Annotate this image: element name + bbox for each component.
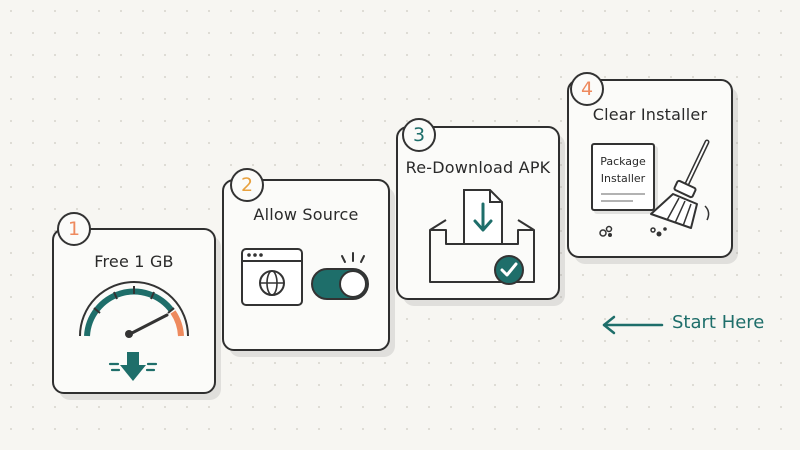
step-3-title: Re-Download APK: [405, 158, 551, 177]
step-2-card: Allow Source: [222, 179, 390, 351]
step-2-title: Allow Source: [253, 205, 359, 224]
step-4-title: Clear Installer: [592, 105, 708, 124]
step-4-card: Clear Installer Package Installer: [567, 79, 733, 258]
step-1-number-badge: 1: [57, 212, 91, 246]
package-installer-line1: Package: [600, 155, 646, 168]
step-1-title: Free 1 GB: [94, 252, 174, 271]
broom-sweep-icon: [650, 139, 710, 229]
start-here-label: Start Here: [672, 312, 765, 333]
download-tray-check-icon: [429, 189, 535, 285]
step-3-card: Re-Download APK: [396, 126, 560, 300]
step-3-number-badge: 3: [402, 118, 436, 152]
start-here-indicator: Start Here: [600, 309, 780, 339]
speedometer-gauge-icon: [79, 281, 189, 338]
step-1-card: Free 1 GB: [52, 228, 216, 394]
toggle-switch-on-icon: [311, 252, 369, 300]
arrow-left-icon: [602, 315, 664, 335]
browser-globe-icon: [241, 248, 303, 306]
step-2-number-badge: 2: [230, 168, 264, 202]
step-4-number-badge: 4: [570, 72, 604, 106]
download-arrow-icon: [108, 352, 158, 381]
package-installer-line2: Installer: [600, 172, 646, 185]
package-installer-note: Package Installer: [591, 143, 655, 211]
dust-particles-icon: [599, 225, 667, 237]
